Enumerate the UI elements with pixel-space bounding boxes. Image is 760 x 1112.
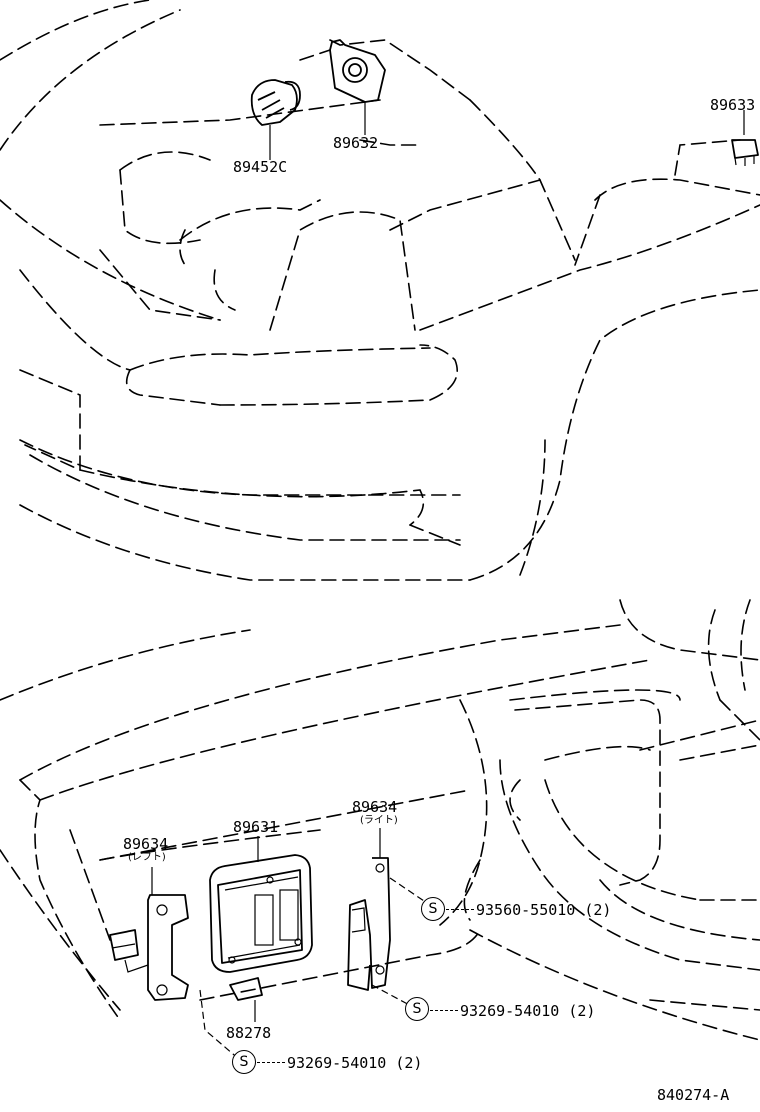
label-89634-right: 89634 [352,798,398,816]
label-89633: 89633 [710,96,756,114]
label-89452c: 89452C [233,158,288,176]
part-89631-icon [209,836,313,973]
screw-2-leader [430,1010,458,1011]
part-89634-right-icon [347,828,391,991]
diagram-code: 840274-A [657,1086,730,1104]
label-89631: 89631 [233,818,279,836]
label-89634-left: 89634 [123,835,169,853]
label-screw-1: 93560-55010 (2) [476,901,612,919]
label-screw-2: 93269-54010 (2) [460,1002,596,1020]
part-88278-icon [229,977,263,1022]
label-89634-right-note: (ライト) [360,815,398,826]
screw-symbol-2: S [405,997,429,1021]
screw-symbol-1: S [421,897,445,921]
engine-bay-outline [0,0,760,581]
part-89634-left-icon [109,867,189,1001]
screw-1-leader [446,909,474,910]
part-89452c-icon [250,79,301,160]
screw-3-leader [257,1062,285,1063]
label-89634-left-note: (レフト) [128,852,166,863]
label-screw-3: 93269-54010 (2) [287,1054,423,1072]
label-89632: 89632 [333,134,379,152]
part-89632-icon [329,39,386,135]
screw-leaders [199,877,431,1061]
label-88278: 88278 [226,1024,272,1042]
screw-symbol-3: S [232,1050,256,1074]
body-outline-lower [0,599,760,1041]
part-89633-icon [731,110,759,166]
